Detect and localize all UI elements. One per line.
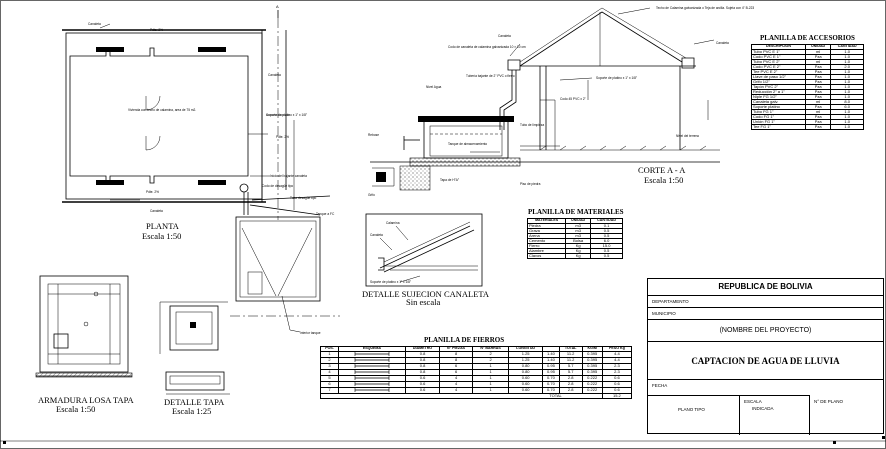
armadura-drawing: ARMADURA LOSA TAPA Escala 1:50 [35,275,135,414]
materiales-cell: 0.5 [590,252,623,259]
detalle-canaleta-label-soporte: Soporte de platino x 1" x 1/8" [370,280,411,284]
rebar-shape-icon [354,388,390,392]
section-label-techo: Techo de Calamina galvanizada o Teja de … [656,6,754,10]
plan-label-slope-right: Pdte. 2% [276,135,289,139]
detalle-tapa-drawing: DETALLE TAPA Escala 1:25 [159,301,230,416]
section-label-tubo-limpieza: Tubo de limpieza [520,123,544,127]
fierros-total-label: TOTAL [320,392,603,399]
section-label-tanque: Tanque de almacenamiento [448,142,487,146]
title-escala-value: INDICADA [752,406,774,411]
title-drawing: CAPTACION DE AGUA DE LLUVIA [648,341,883,379]
plan-scale: Escala 1:50 [142,231,181,241]
section-label-canaleta: Canaleta [716,41,729,45]
armadura-title: ARMADURA LOSA TAPA [38,395,135,405]
section-title: CORTE A - A [638,165,686,175]
title-plano-tipo: PLANO TIPO [678,407,705,412]
section-label-soporte: Soporte de platino x 1" x 1/8" [596,76,637,80]
section-label-grifo: Grifo [368,193,375,197]
section-label-tubo-bajada: Tubería bajante de 2" PVC o fierro [466,74,515,78]
plan-house-note: Vivienda con techo de calamina, area de … [128,108,196,112]
armadura-scale: Escala 1:50 [56,404,95,414]
section-mark-a: A [276,4,279,9]
title-no-plano: N° DE PLANO [814,399,844,404]
plan-label-soporte: Soporte de platino x 1" x 1/8" [266,113,307,117]
title-block: REPUBLICA DE BOLIVIA DEPARTAMENTO MUNICI… [647,278,884,435]
corner-mark [833,441,836,444]
section-label-codo45: Codo 45 PVC x 2" [560,97,586,101]
section-label-codo: Codo de canaleta de calamina galvanizada… [448,45,526,49]
plan-label-canaleta-top: Canaleta [88,22,101,26]
section-label-piso: Piso de piedra [520,182,541,186]
corner-mark [3,441,6,444]
plan-label-tanque: Tanque a FC [316,212,335,216]
title-municipio: MUNICIPIO [648,307,883,319]
rebar-shape-icon [354,382,390,386]
section-label-nivel-terreno: Nivel del terreno [676,134,699,138]
title-project: (NOMBRE DEL PROYECTO) [648,319,883,341]
section-label-canaleta-left: Canaleta [498,34,511,38]
plan-label-slope-top: Pdte. 2% [150,28,163,32]
plan-tank: Interior tanque [230,216,340,335]
detalle-tapa-scale: Escala 1:25 [172,406,211,416]
accesorios-title: PLANILLA DE ACCESORIOS [760,34,855,42]
accesorios-cell: 1.0 [830,123,864,130]
plan-label-tubo-desague: Tubo desagüe tipo [290,196,317,200]
materiales-cell: Clavos [526,252,567,259]
plan-label-canaleta-right: Canaleta [268,73,281,77]
section-label-tapa: Tapa de H°A° [440,178,460,182]
detalle-canaleta-scale: Sin escala [406,297,440,307]
section-a-a [370,7,720,191]
rebar-shape-icon [354,370,390,374]
rebar-shape-icon [354,376,390,380]
rebar-shape-icon [354,352,390,356]
plan-view [62,10,331,220]
fierros-title: PLANILLA DE FIERROS [424,336,505,344]
accesorios-cell: Pza [804,123,832,130]
fierros-total-value: 15.2 [601,392,633,399]
plan-labels: Canaleta Pdte. 2% Pdte. 2% Pdte. 2% Cana… [88,4,335,241]
corner-mark [882,436,885,439]
detalle-tapa-title: DETALLE TAPA [164,397,225,407]
detalle-canaleta-title: DETALLE SUJECION CANALETA [362,289,490,299]
rebar-shape-icon [354,364,390,368]
detalle-canaleta-label-canaleta: Canaleta [370,233,383,237]
section-labels: Techo de Calamina galvanizada o Teja de … [368,6,754,197]
accesorios-cell: Tee FG 1" [751,123,806,130]
plan-label-inicio-bajante: Inicio del bajante canaleta [270,174,307,178]
detalle-canaleta-label-calamina: Calamina [386,221,400,225]
plan-label-codo-desague: Codo de desagüe tipo [262,184,293,188]
detalle-canaleta-drawing: Calamina Canaleta Soporte de platino x 1… [362,213,490,307]
title-country: REPUBLICA DE BOLIVIA [718,282,813,291]
section-label-nivel-agua: Nivel Agua [426,85,441,89]
title-fecha: FECHA [648,379,883,395]
section-scale: Escala 1:50 [644,175,683,185]
plan-title: PLANTA [146,221,180,231]
title-escala-label: ESCALA [744,399,762,404]
rebar-shape-icon [354,358,390,362]
plan-label-slope-bottom: Pdte. 2% [146,190,159,194]
tank-bottom-label: Interior tanque [300,331,321,335]
plan-label-canaleta-bottom: Canaleta [150,209,163,213]
materiales-title: PLANILLA DE MATERIALES [528,208,624,216]
materiales-cell: Kg [565,252,592,259]
section-label-rebose: Rebose [368,133,379,137]
title-departamento: DEPARTAMENTO [648,295,883,307]
